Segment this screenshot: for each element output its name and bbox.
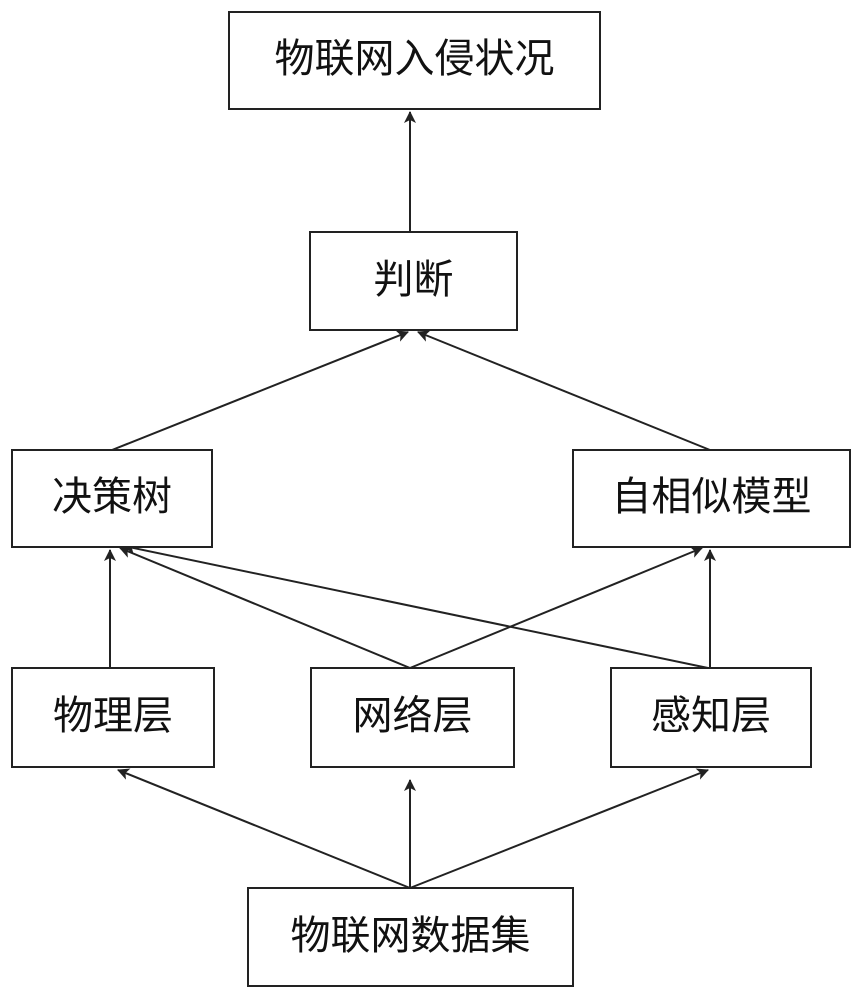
node-self-similar-model: 自相似模型 (572, 449, 851, 548)
edge-group (104, 111, 716, 889)
edge-decision-tree-to-judgment (111, 330, 409, 451)
node-network-layer: 网络层 (310, 667, 515, 768)
node-network-layer-label: 网络层 (353, 693, 473, 739)
node-iot-dataset: 物联网数据集 (247, 887, 574, 987)
node-perception-layer: 感知层 (610, 667, 812, 768)
node-decision-tree: 决策树 (11, 449, 213, 548)
node-judgment-label: 判断 (374, 257, 454, 303)
node-group: 物联网入侵状况 判断 决策树 自相似模型 物理层 网络层 感知层 (11, 11, 851, 987)
edge-perception-layer-to-decision-tree (123, 542, 709, 669)
node-judgment: 判断 (309, 231, 518, 331)
node-decision-tree-label: 决策树 (52, 474, 172, 520)
node-self-similar-model-label: 自相似模型 (612, 474, 812, 520)
node-physical-layer: 物理层 (11, 667, 215, 768)
edge-dataset-to-perception-layer (409, 768, 709, 889)
node-physical-layer-label: 物理层 (53, 693, 173, 739)
edge-network-layer-to-self-similar-model (409, 546, 703, 669)
edge-network-layer-to-decision-tree (119, 546, 411, 669)
node-iot-dataset-label: 物联网数据集 (291, 913, 531, 959)
edge-self-similar-model-to-judgment (417, 330, 711, 451)
node-perception-layer-label: 感知层 (651, 693, 771, 739)
node-intrusion-status-label: 物联网入侵状况 (275, 36, 555, 82)
edge-dataset-to-physical-layer (117, 768, 411, 889)
node-intrusion-status: 物联网入侵状况 (228, 11, 601, 110)
